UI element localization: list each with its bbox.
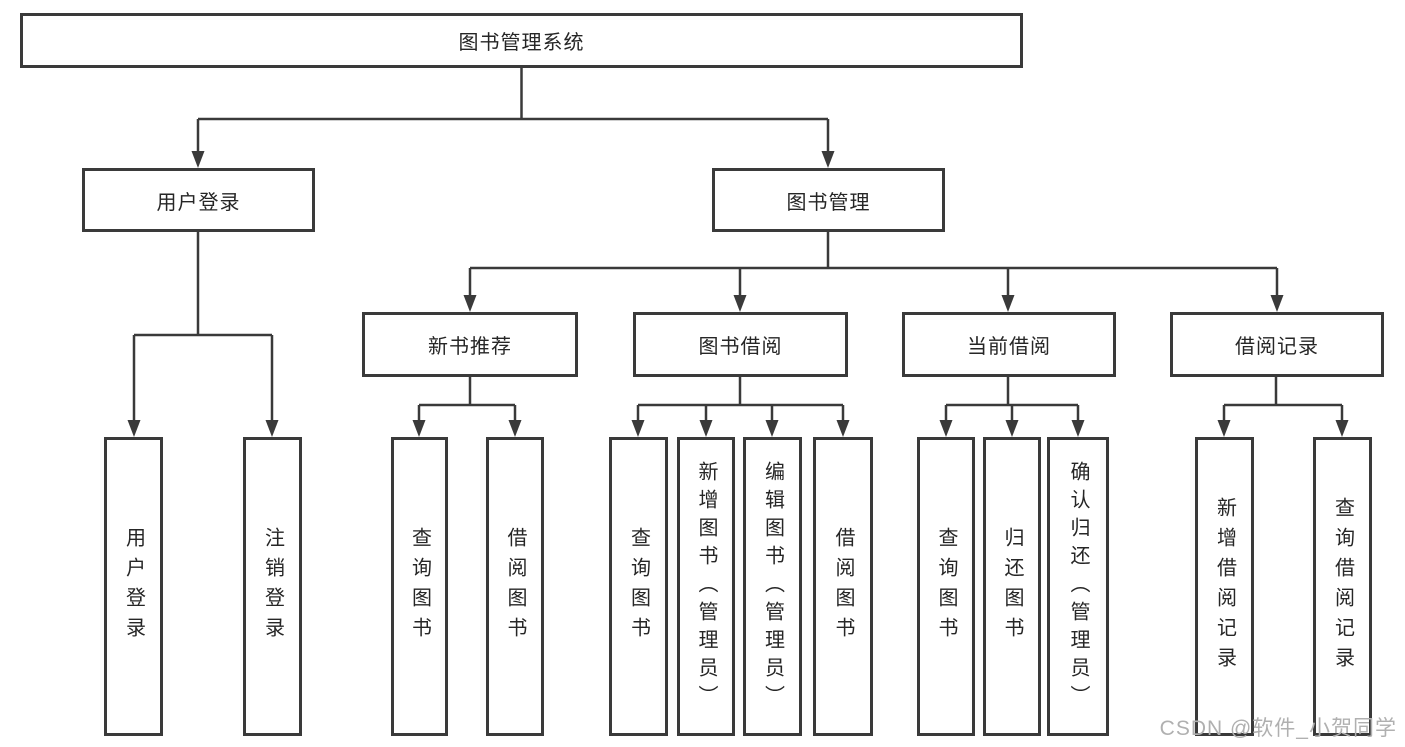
arrow-down-icon bbox=[1270, 295, 1284, 312]
arrowheads bbox=[127, 151, 1349, 437]
leaf-logout-label: 注销登录 bbox=[261, 526, 284, 647]
connector-user-login-children bbox=[132, 232, 274, 423]
leaf-edit-book-admin-label: 编辑图书（管理员） bbox=[761, 460, 784, 713]
leaf-return-books: 归还图书 bbox=[983, 437, 1041, 736]
arrow-down-icon bbox=[836, 420, 850, 437]
connector-root-to-level2 bbox=[196, 67, 830, 152]
leaf-query-books-borrow: 查询图书 bbox=[609, 437, 668, 736]
node-book-management-label: 图书管理 bbox=[786, 191, 871, 214]
arrow-down-icon bbox=[1217, 420, 1231, 437]
arrow-down-icon bbox=[1005, 420, 1019, 437]
leaf-logout: 注销登录 bbox=[243, 437, 302, 736]
connector-borrow-record-children bbox=[1222, 377, 1344, 423]
leaf-query-books-current-label: 查询图书 bbox=[935, 526, 957, 647]
node-new-book-recommend: 新书推荐 bbox=[362, 312, 578, 377]
leaf-edit-book-admin: 编辑图书（管理员） bbox=[743, 437, 802, 736]
node-new-book-recommend-label: 新书推荐 bbox=[428, 336, 512, 358]
node-book-borrow: 图书借阅 bbox=[633, 312, 848, 377]
csdn-watermark: CSDN @软件_小贺同学 bbox=[1159, 717, 1397, 740]
node-borrow-record-label: 借阅记录 bbox=[1235, 336, 1319, 358]
node-root-system: 图书管理系统 bbox=[20, 13, 1023, 68]
arrow-down-icon bbox=[1071, 420, 1085, 437]
leaf-query-books-borrow-label: 查询图书 bbox=[627, 526, 650, 647]
leaf-user-login-label: 用户登录 bbox=[122, 526, 145, 647]
leaf-return-books-label: 归还图书 bbox=[1001, 526, 1023, 647]
node-current-borrow-label: 当前借阅 bbox=[967, 336, 1051, 358]
node-book-management: 图书管理 bbox=[712, 168, 945, 232]
arrow-down-icon bbox=[699, 420, 713, 437]
node-root-system-label: 图书管理系统 bbox=[458, 32, 585, 54]
leaf-add-borrow-record: 新增借阅记录 bbox=[1195, 437, 1254, 736]
leaf-query-borrow-record: 查询借阅记录 bbox=[1313, 437, 1372, 736]
leaf-borrow-books-recommend-label: 借阅图书 bbox=[504, 526, 526, 647]
arrow-down-icon bbox=[939, 420, 953, 437]
arrow-down-icon bbox=[821, 151, 835, 168]
arrow-down-icon bbox=[127, 420, 141, 437]
connector-lines bbox=[132, 67, 1344, 423]
arrow-down-icon bbox=[463, 295, 477, 312]
leaf-confirm-return-admin: 确认归还（管理员） bbox=[1047, 437, 1109, 736]
leaf-add-borrow-record-label: 新增借阅记录 bbox=[1213, 496, 1236, 677]
node-current-borrow: 当前借阅 bbox=[902, 312, 1116, 377]
leaf-borrow-books: 借阅图书 bbox=[813, 437, 873, 736]
leaf-user-login: 用户登录 bbox=[104, 437, 163, 736]
arrow-down-icon bbox=[191, 151, 205, 168]
arrow-down-icon bbox=[1335, 420, 1349, 437]
arrow-down-icon bbox=[765, 420, 779, 437]
node-user-login-label: 用户登录 bbox=[156, 191, 241, 214]
arrow-down-icon bbox=[631, 420, 645, 437]
leaf-query-books-recommend: 查询图书 bbox=[391, 437, 448, 736]
leaf-borrow-books-recommend: 借阅图书 bbox=[486, 437, 544, 736]
leaf-query-books-current: 查询图书 bbox=[917, 437, 975, 736]
node-book-borrow-label: 图书借阅 bbox=[698, 336, 783, 358]
arrow-down-icon bbox=[265, 420, 279, 437]
node-user-login: 用户登录 bbox=[82, 168, 315, 232]
connector-new-book-children bbox=[417, 377, 517, 423]
leaf-query-books-recommend-label: 查询图书 bbox=[408, 526, 431, 647]
arrow-down-icon bbox=[508, 420, 522, 437]
leaf-borrow-books-label: 借阅图书 bbox=[832, 526, 854, 647]
node-borrow-record: 借阅记录 bbox=[1170, 312, 1384, 377]
arrow-down-icon bbox=[412, 420, 426, 437]
leaf-confirm-return-admin-label: 确认归还（管理员） bbox=[1067, 460, 1089, 713]
connector-current-borrow-children bbox=[944, 377, 1080, 423]
leaf-add-book-admin-label: 新增图书（管理员） bbox=[695, 460, 717, 713]
leaf-query-borrow-record-label: 查询借阅记录 bbox=[1331, 496, 1354, 677]
connector-book-mgmt-to-level3 bbox=[468, 232, 1279, 298]
leaf-add-book-admin: 新增图书（管理员） bbox=[677, 437, 735, 736]
arrow-down-icon bbox=[733, 295, 747, 312]
arrow-down-icon bbox=[1001, 295, 1015, 312]
connector-book-borrow-children bbox=[636, 377, 845, 423]
